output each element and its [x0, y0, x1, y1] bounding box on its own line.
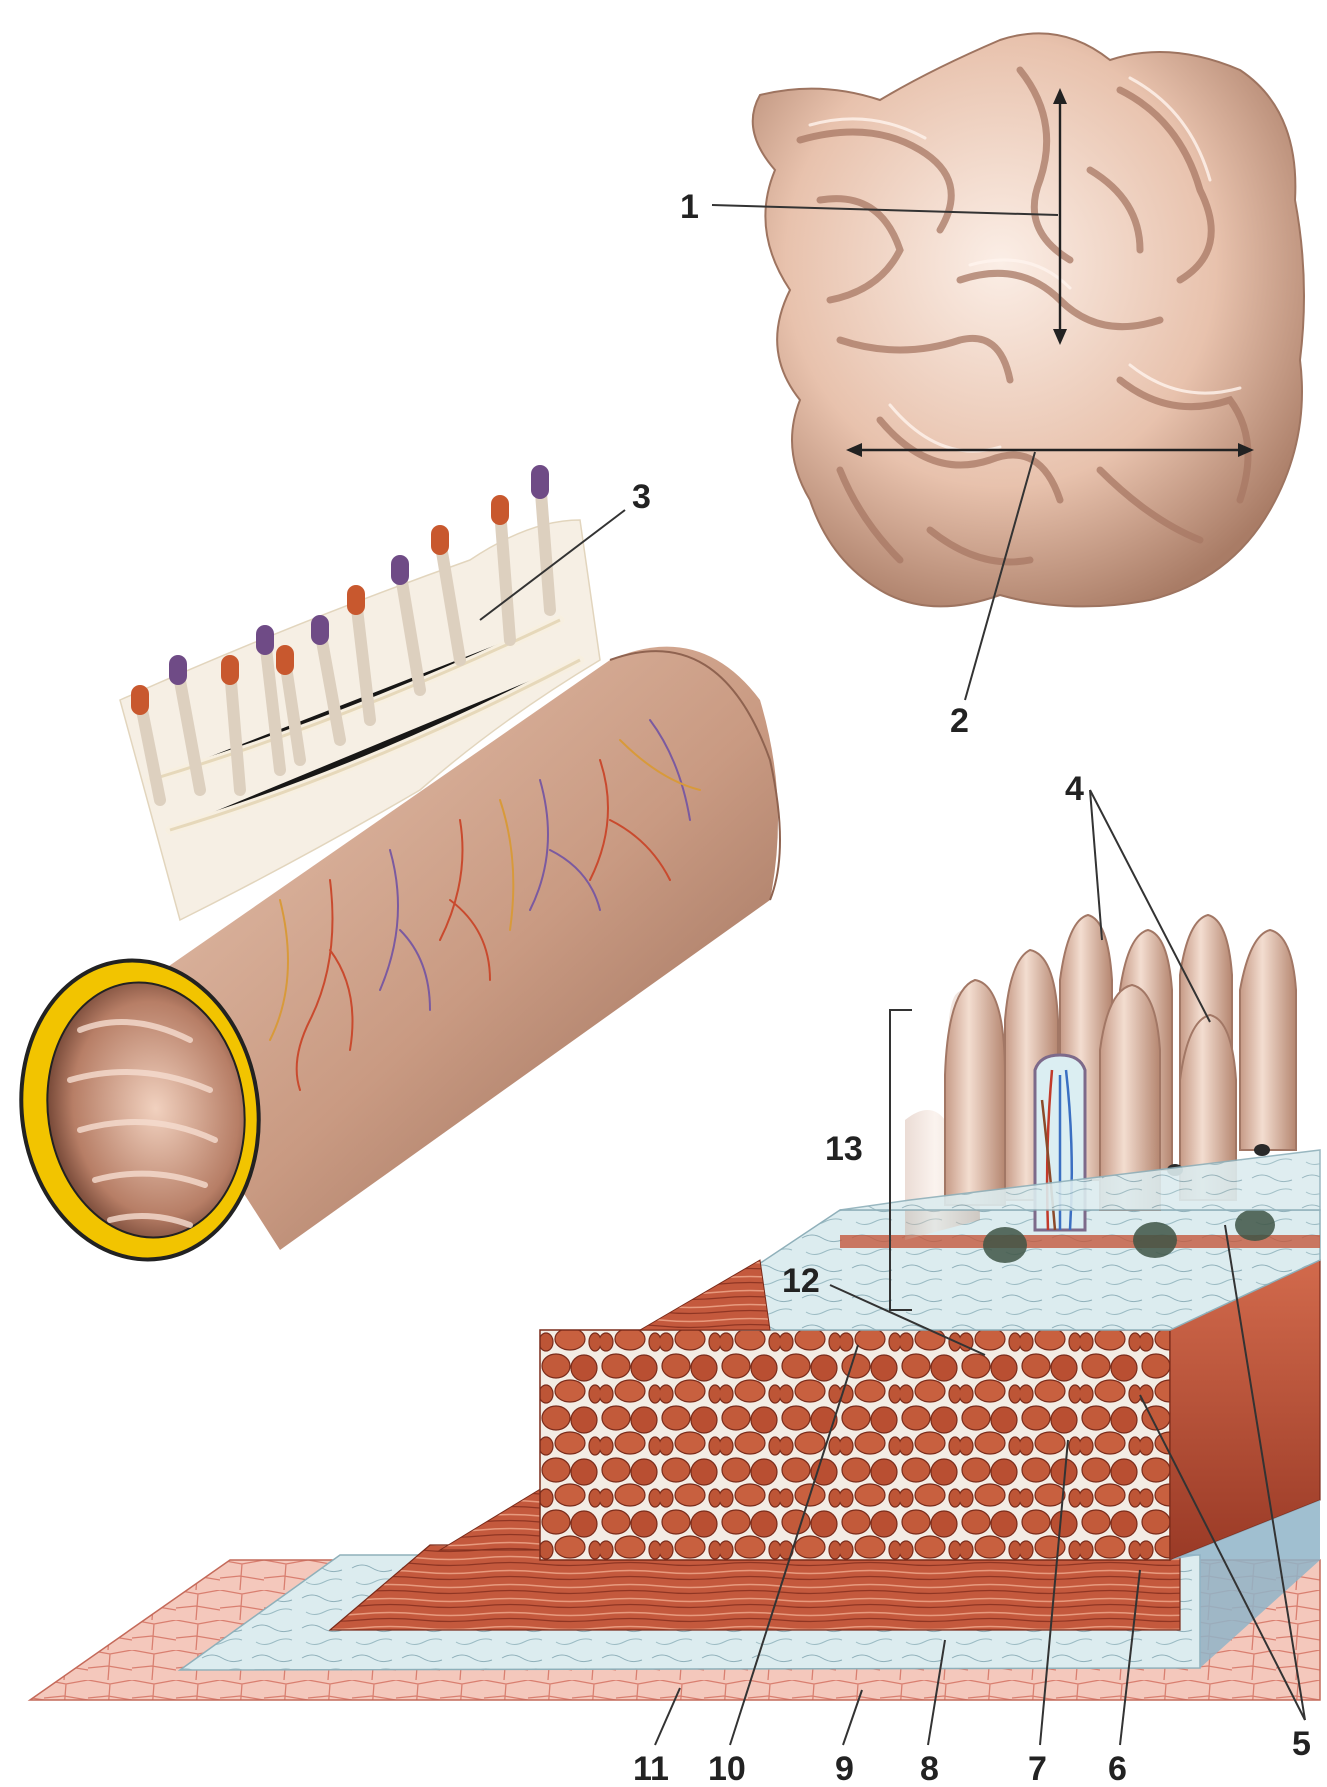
circular-folds-surface: [753, 33, 1304, 606]
label-7: 7: [1028, 1750, 1047, 1787]
circular-muscle-layer: [540, 1330, 1170, 1560]
label-1: 1: [680, 188, 699, 226]
intestinal-gland: [1133, 1222, 1177, 1258]
label-6: 6: [1108, 1750, 1127, 1787]
villi: [840, 915, 1320, 1263]
label-13: 13: [825, 1130, 863, 1168]
label-11: 11: [633, 1750, 669, 1787]
intestinal-wall-block: [30, 1210, 1320, 1700]
label-10: 10: [708, 1750, 746, 1787]
intestinal-gland: [1235, 1209, 1275, 1241]
label-8: 8: [920, 1750, 939, 1787]
intestinal-gland: [983, 1227, 1027, 1263]
label-9: 9: [835, 1750, 854, 1787]
label-3: 3: [632, 478, 651, 516]
label-2: 2: [950, 702, 969, 740]
label-4: 4: [1065, 770, 1084, 808]
label-12: 12: [782, 1262, 820, 1300]
label-5: 5: [1292, 1725, 1311, 1763]
